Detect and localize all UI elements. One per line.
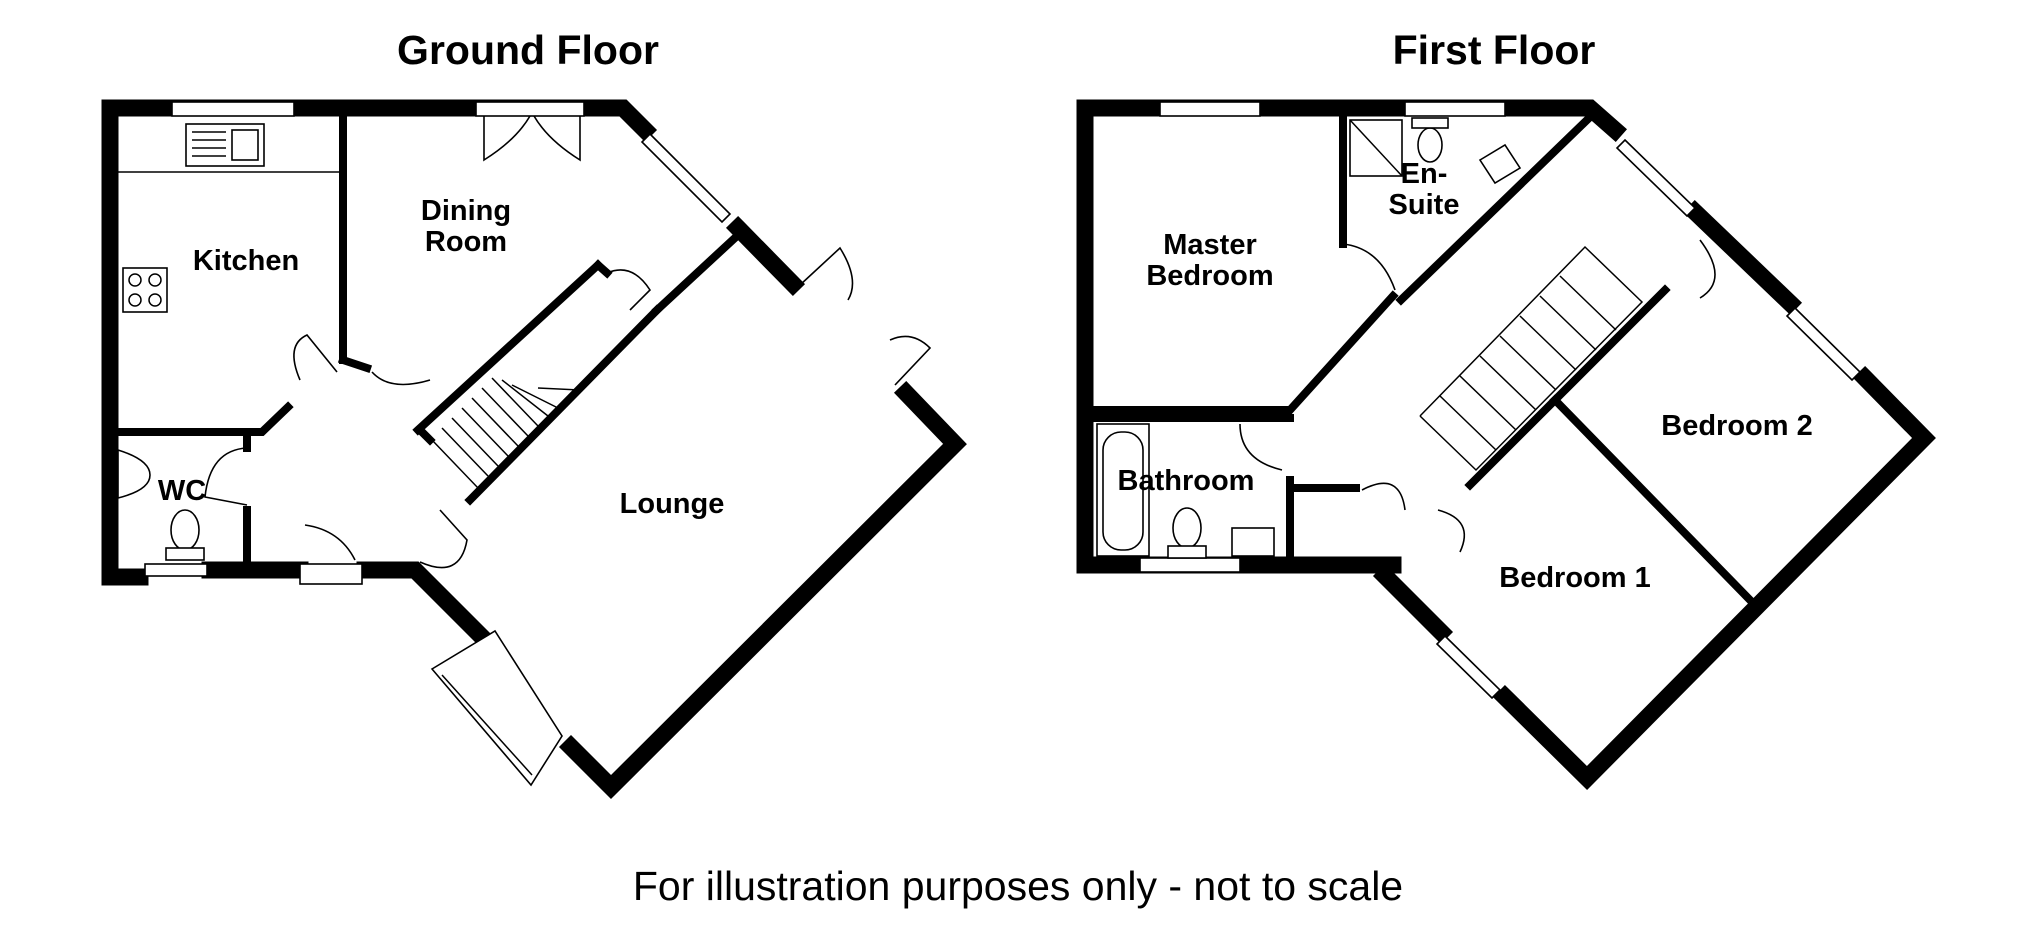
room-label-master: Master bbox=[1163, 229, 1257, 261]
master-landing-wall bbox=[1090, 290, 1399, 414]
ensuite-landing-wall bbox=[1395, 114, 1593, 306]
dining-hall-wall bbox=[337, 354, 373, 374]
disclaimer-text: For illustration purposes only - not to … bbox=[633, 863, 1403, 909]
first-floor-title: First Floor bbox=[1393, 27, 1596, 73]
kitchen-window bbox=[171, 101, 295, 117]
ground-floor-outer-wall bbox=[101, 99, 658, 586]
ensuite-basin-icon bbox=[1478, 143, 1522, 185]
room-label-kitchen: Kitchen bbox=[193, 245, 299, 277]
first-floor-stairs bbox=[1419, 245, 1644, 472]
wc-window bbox=[144, 563, 208, 577]
stair-bottom-wall bbox=[414, 424, 436, 446]
ensuite-door bbox=[1342, 243, 1396, 291]
dining-french-window bbox=[475, 101, 585, 117]
bed1-west-wall bbox=[1464, 394, 1561, 491]
room-label-bedroom-2: Bedroom 2 bbox=[1661, 410, 1812, 442]
landing-window bbox=[1615, 138, 1697, 218]
ensuite-toilet-icon bbox=[1417, 127, 1443, 163]
bathroom-door bbox=[1239, 423, 1283, 471]
front-wall-right bbox=[356, 561, 503, 658]
room-label-bedroom-1: Bedroom 1 bbox=[1499, 562, 1650, 594]
toilet-icon bbox=[170, 509, 200, 551]
bay-window-lounge bbox=[430, 629, 563, 787]
first-floor-wall-south bbox=[1372, 563, 1454, 645]
bed2-west-wall bbox=[1549, 284, 1671, 406]
lounge-outer-wall bbox=[558, 380, 967, 800]
dining-stair-wall bbox=[592, 259, 613, 279]
room-label-room: Room bbox=[425, 226, 507, 258]
bathroom-window bbox=[1139, 557, 1241, 573]
room-label-bedroom: Bedroom bbox=[1146, 260, 1273, 292]
room-label-suite: Suite bbox=[1389, 189, 1460, 221]
bedroom2-door bbox=[1699, 239, 1716, 299]
room-label-bathroom: Bathroom bbox=[1118, 465, 1255, 497]
stairs-upper-wall bbox=[412, 259, 604, 436]
ground-stairs bbox=[431, 377, 582, 490]
ensuite-window bbox=[1404, 101, 1506, 117]
cupboard-door bbox=[1361, 482, 1406, 511]
room-label-wc: WC bbox=[158, 475, 206, 507]
room-label-lounge: Lounge bbox=[620, 488, 725, 520]
master-window bbox=[1159, 101, 1261, 117]
stair-lounge-wall bbox=[651, 230, 743, 316]
first-floor-plan bbox=[1076, 99, 1936, 791]
hall-door bbox=[304, 524, 356, 561]
front-door bbox=[299, 563, 363, 585]
hob-icon bbox=[122, 267, 168, 313]
basin-icon bbox=[117, 448, 151, 500]
first-floor-wall-ne bbox=[1682, 199, 1803, 316]
kitchen-south-wall bbox=[114, 401, 294, 436]
bedroom2-window bbox=[1785, 306, 1862, 382]
room-label-dining: Dining bbox=[421, 195, 511, 227]
room-label-en: En- bbox=[1401, 158, 1448, 190]
bedroom1-door bbox=[1437, 509, 1466, 553]
dining-bay-window bbox=[640, 132, 732, 224]
bathroom-basin-icon bbox=[1231, 527, 1275, 557]
stair-door bbox=[606, 269, 652, 311]
lounge-french-doors bbox=[799, 246, 932, 386]
ground-floor-title: Ground Floor bbox=[397, 27, 659, 73]
kitchen-door bbox=[293, 334, 338, 381]
bed1-bed2-wall bbox=[1549, 394, 1756, 606]
ground-floor-plan bbox=[101, 99, 967, 800]
dining-door bbox=[371, 371, 431, 386]
lounge-door bbox=[419, 509, 468, 569]
wc-door bbox=[204, 447, 248, 506]
dining-french-doors bbox=[483, 115, 581, 162]
first-floor-wall-east bbox=[1492, 365, 1936, 791]
ground-floor-outer-wall-corner bbox=[725, 215, 806, 297]
bedroom1-window bbox=[1435, 634, 1502, 700]
bathroom-toilet-icon bbox=[1172, 507, 1202, 549]
